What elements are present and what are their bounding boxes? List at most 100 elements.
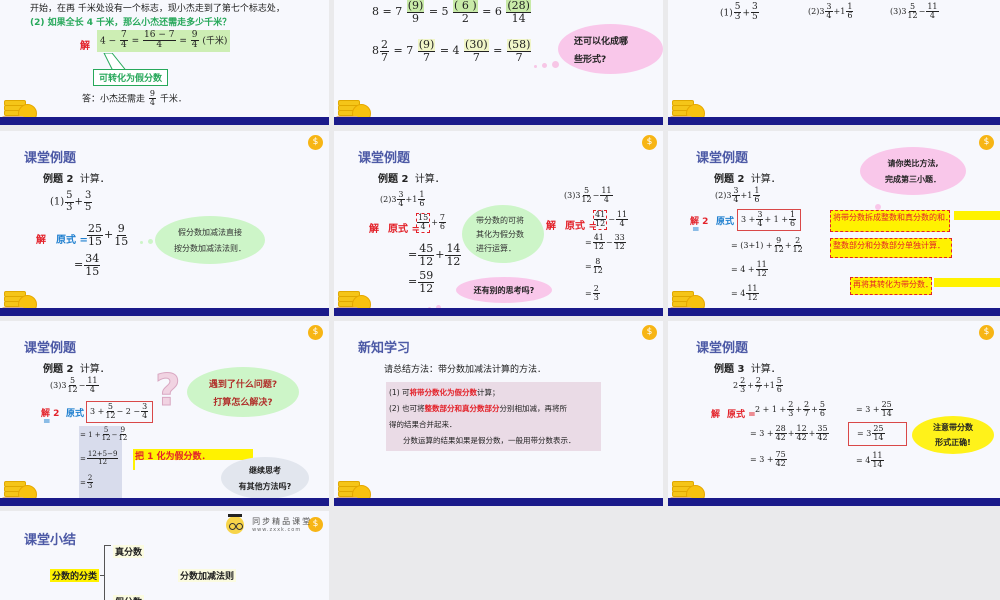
thought-cloud-pink: 请你类比方法, 完成第三小题． <box>860 147 966 195</box>
highlight-note: 把 1 化为假分数． <box>133 449 253 462</box>
dollar-coin-icon: $ <box>979 325 994 340</box>
slide-title: 新知学习 <box>358 341 411 356</box>
slide-top-text: 开始，在再 千米处设有一个标志，现小杰走到了第七个标志处， <box>30 4 285 14</box>
question-mark-icon: ? <box>155 365 182 416</box>
solve-label: 解 <box>711 410 721 420</box>
method-line-3: 得的结果合并起来． <box>389 420 457 429</box>
note-3-highlight-tail <box>934 278 1000 287</box>
slide-title: 课堂例题 <box>24 341 77 356</box>
highlight-marker <box>133 460 135 470</box>
slide-bottom-bar <box>668 117 1000 125</box>
slide-bottom-bar <box>334 498 663 506</box>
solve-label-right: 解 <box>546 221 556 232</box>
thought-cloud-green: 假分数加减法直接 按分数加减法法则． <box>155 216 265 264</box>
slide-thumbnail-10[interactable]: $ 同步精品课堂 www.zxxk.com 课堂小结 分数的分类 真分数 假分数… <box>0 511 329 600</box>
slide-title: 课堂例题 <box>696 151 749 166</box>
slide-bottom-bar <box>668 498 1000 506</box>
tree-root: 分数的分类 <box>50 569 100 582</box>
note-3: 再将其转化为带分数． <box>850 277 933 295</box>
origin-label: 原式 = <box>388 224 420 235</box>
rule-label: 分数加减法则 <box>178 569 237 582</box>
dollar-coin-icon: $ <box>979 135 994 150</box>
tree-bracket <box>104 545 111 600</box>
note-1: 将带分数拆成整数和真分数的和． <box>830 210 953 232</box>
slide-thumbnail-1[interactable]: 开始，在再 千米处设有一个标志，现小杰走到了第七个标志处， (2) 如果全长 4… <box>0 0 329 125</box>
thought-cloud-pink: 还有别的思考吗? <box>456 277 552 303</box>
slide-title: 课堂例题 <box>696 341 749 356</box>
solve-label: 解 <box>369 224 379 235</box>
origin-label-right: 原式 = <box>565 221 597 232</box>
slide-bottom-bar <box>0 498 329 506</box>
solve-label: 解 2 <box>690 217 709 227</box>
note-1-highlight-tail <box>954 211 1000 220</box>
slide-thumbnail-8[interactable]: $ 新知学习 请总结方法：带分数加减法计算的方法． (1) 可将带分数化为假分数… <box>334 321 663 506</box>
solve-label: 解 <box>80 41 90 52</box>
origin-label: 原式 = <box>56 235 88 246</box>
mascot-icon <box>226 513 244 534</box>
slide-title: 课堂例题 <box>358 151 411 166</box>
equation-row-1: 8 = 7 (9)9 = 5 ( 6 )2 = 6 (28)14 <box>372 0 531 25</box>
method-prompt: 请总结方法：带分数加减法计算的方法． <box>384 365 547 375</box>
slide-bottom-bar <box>0 308 329 316</box>
tree-branch-improper-fraction: 假分数 <box>113 595 145 600</box>
slide-title: 课堂小结 <box>24 533 77 548</box>
equals-sign: = <box>43 417 51 427</box>
thought-cloud-gray: 继续思考 有其他方法吗? <box>221 457 309 499</box>
solve-label: 解 <box>36 235 46 246</box>
tree-branch-proper-fraction: 真分数 <box>113 545 145 558</box>
slide-bottom-bar <box>334 117 663 125</box>
slide-bottom-bar <box>0 117 329 125</box>
slide-bottom-bar <box>668 308 1000 316</box>
slide-bottom-bar <box>334 308 663 316</box>
origin-label: 原式 <box>716 217 735 227</box>
callout-pointer-icon <box>103 53 129 73</box>
callout-box: 可转化为假分数 <box>93 69 169 86</box>
dollar-coin-icon: $ <box>642 135 657 150</box>
dollar-coin-icon: $ <box>642 325 657 340</box>
slide-title: 课堂例题 <box>24 151 77 166</box>
dollar-coin-icon: $ <box>308 135 323 150</box>
method-line-4: 分数运算的结果如果是假分数，一般用带分数表示． <box>403 436 576 445</box>
example-label: 例题 2 计算． <box>43 364 110 375</box>
steps-panel <box>79 426 122 498</box>
example-label: 例题 2 计算． <box>714 174 781 185</box>
thought-dots <box>534 53 560 72</box>
method-line-2: (2) 也可将整数部分和真分数部分分别相加减，再将所 <box>389 404 568 413</box>
origin-label: 原式 = <box>727 410 756 420</box>
